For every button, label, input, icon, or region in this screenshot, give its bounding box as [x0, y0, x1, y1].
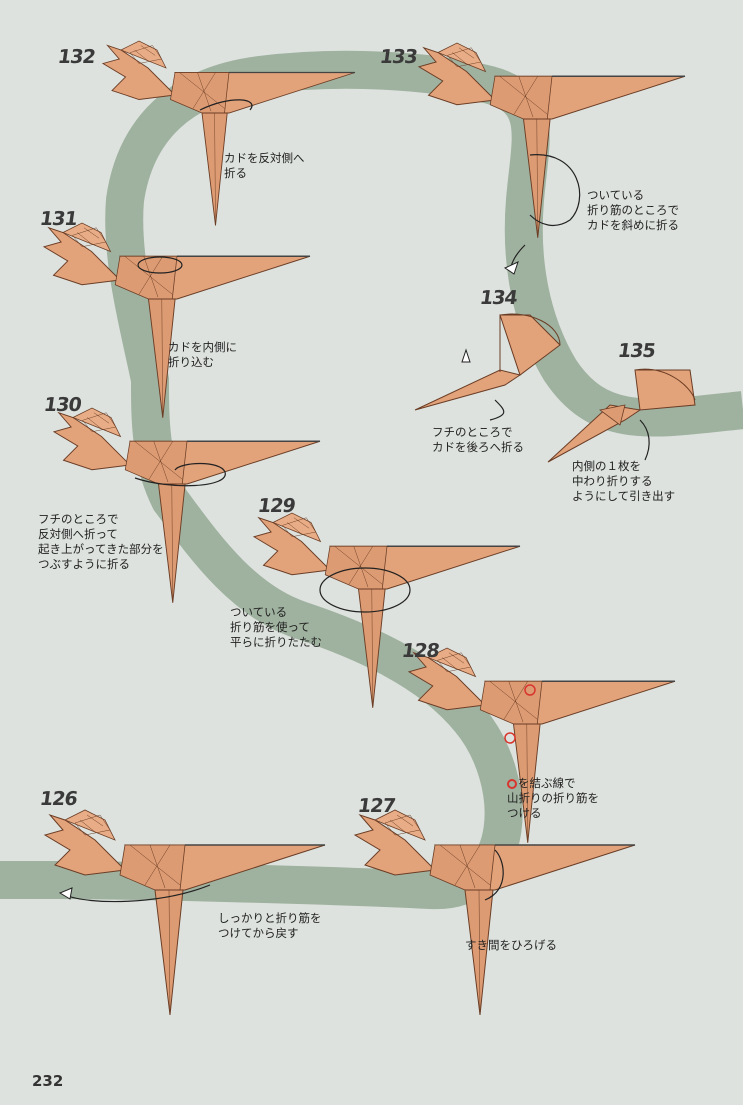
step-number-128: 128	[400, 640, 441, 662]
fold-arrow	[319, 567, 411, 613]
step-number-126: 126	[38, 788, 79, 810]
caption-133: ついている 折り筋のところで カドを斜めに折る	[587, 188, 679, 232]
fold-arrow	[199, 99, 253, 111]
fold-arrow	[137, 256, 183, 274]
arrow-head	[58, 887, 73, 900]
fold-arrow	[134, 462, 226, 487]
page-number: 232	[32, 1072, 64, 1090]
fold-arrow	[484, 849, 504, 901]
figure-131	[43, 222, 311, 419]
caption-134: フチのところで カドを後ろへ折る	[432, 425, 524, 454]
fold-arrow	[639, 419, 650, 461]
step-number-134: 134	[478, 287, 519, 309]
step-number-127: 127	[356, 795, 397, 817]
caption-126: しっかりと折り筋を つけてから戻す	[218, 911, 322, 940]
fold-arrow	[529, 154, 581, 227]
red-circle-icon	[507, 779, 517, 789]
step-number-132: 132	[56, 46, 97, 68]
marker-circle	[524, 684, 536, 696]
caption-129: ついている 折り筋を使って 平らに折りたたむ	[230, 605, 322, 649]
figure-135	[547, 368, 696, 463]
step-number-135: 135	[616, 340, 657, 362]
step-number-131: 131	[38, 208, 79, 230]
caption-128: を結ぶ線で 山折りの折り筋を つける	[507, 776, 599, 820]
arrow-head	[503, 261, 519, 275]
caption-130: フチのところで 反対側へ折って 起き上がってきた部分を つぶすように折る	[38, 512, 164, 571]
marker-circle	[504, 732, 516, 744]
caption-131: カドを内側に 折り込む	[168, 340, 237, 369]
figure-134	[414, 313, 561, 411]
step-number-129: 129	[256, 495, 297, 517]
caption-127: すき間をひろげる	[465, 938, 557, 952]
arrow-head	[461, 348, 471, 363]
fold-arrow	[489, 399, 505, 421]
step-number-133: 133	[378, 46, 419, 68]
caption-132: カドを反対側へ 折る	[224, 151, 305, 180]
step-number-130: 130	[42, 394, 83, 416]
caption-135: 内側の１枚を 中わり折りする ようにして引き出す	[572, 459, 676, 503]
path-band	[0, 50, 743, 910]
fold-arrow	[64, 884, 211, 903]
